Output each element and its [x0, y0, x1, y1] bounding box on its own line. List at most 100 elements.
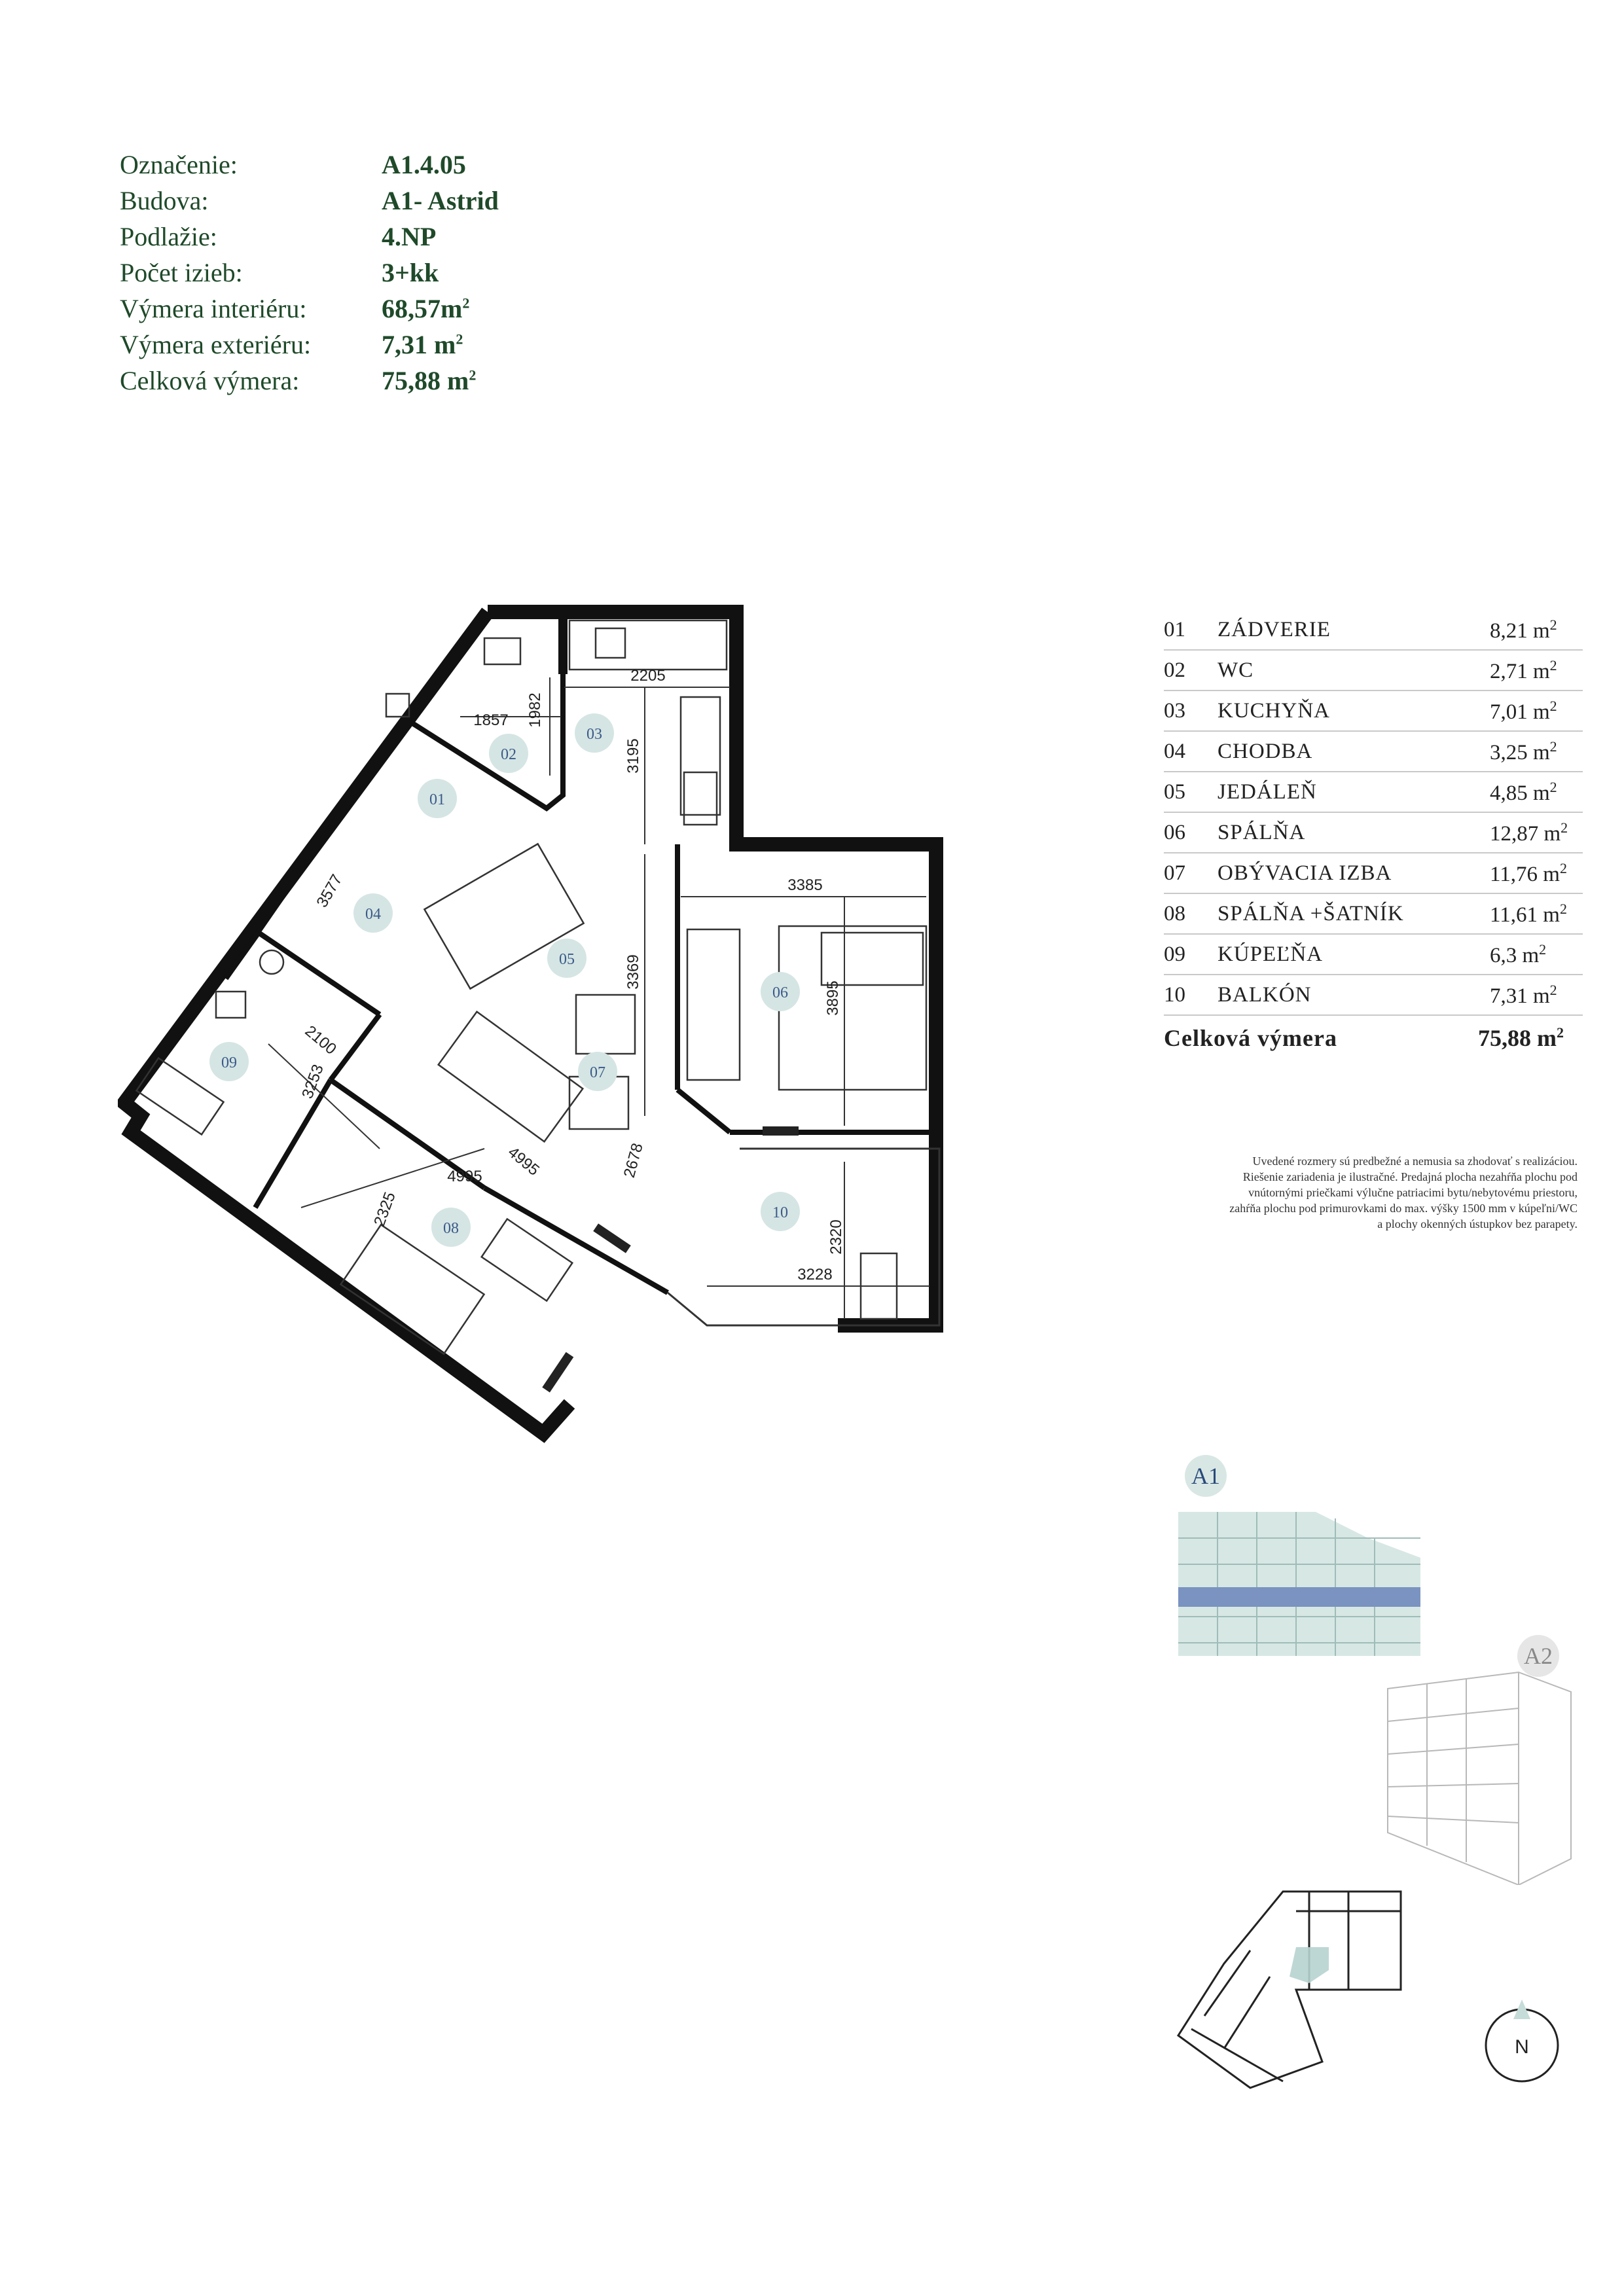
room-name: WC — [1218, 658, 1254, 682]
room-marker-09 — [209, 1042, 249, 1081]
dimension-label: 2320 — [827, 1219, 845, 1254]
exterior-walls — [118, 605, 943, 1443]
room-number: 09 — [1164, 942, 1185, 966]
info-label: Budova: — [120, 186, 209, 215]
note-line: zahŕňa plochu pod primurovkami do max. v… — [1229, 1202, 1578, 1215]
unit-sup: 2 — [469, 367, 477, 384]
unit-sup: 2 — [1559, 900, 1567, 917]
room-area-text: 6,3 m — [1490, 943, 1540, 967]
room-area: 11,61 m2 — [1490, 901, 1583, 927]
furniture — [135, 619, 928, 1355]
room-number: 05 — [1164, 780, 1185, 804]
building-views: A1 A2 — [1178, 1455, 1572, 1885]
dimension-label: 3895 — [824, 980, 842, 1015]
unit-sup: 2 — [1557, 1024, 1564, 1041]
room-area-text: 2,71 m — [1490, 659, 1550, 683]
compass-label: N — [1515, 2036, 1529, 2058]
dimension-label: 3195 — [624, 738, 642, 773]
room-marker-08 — [431, 1208, 471, 1247]
room-name: SPÁLŇA — [1218, 820, 1306, 844]
room-marker-02 — [489, 734, 528, 773]
room-number: 04 — [1164, 739, 1185, 763]
info-row: Výmera interiéru: 68,57m2 — [120, 293, 499, 329]
room-area: 7,31 m2 — [1490, 982, 1583, 1009]
room-area-text: 7,01 m — [1490, 700, 1550, 724]
dimension-label: 2678 — [621, 1141, 647, 1180]
unit-sup: 2 — [1549, 981, 1557, 998]
room-marker-03 — [575, 713, 614, 753]
compass-icon: N — [1485, 2000, 1559, 2083]
unit-sup: 2 — [1549, 656, 1557, 673]
dimension-label: 3228 — [797, 1266, 832, 1283]
room-area-text: 3,25 m — [1490, 740, 1550, 764]
room-name: ZÁDVERIE — [1218, 617, 1331, 641]
room-marker-label: 03 — [586, 726, 602, 743]
room-name: SPÁLŇA +ŠATNÍK — [1218, 901, 1404, 925]
unit-sup: 2 — [1549, 697, 1557, 714]
room-name: KÚPEĽŇA — [1218, 942, 1323, 966]
unit-sup: 2 — [462, 295, 470, 312]
room-area-text: 7,31 m — [1490, 984, 1550, 1008]
info-label: Výmera exteriéru: — [120, 330, 312, 359]
room-area: 8,21 m2 — [1490, 617, 1583, 643]
room-marker-label: 10 — [772, 1204, 788, 1221]
dimension-label: 3577 — [313, 871, 346, 910]
room-area: 11,76 m2 — [1490, 860, 1583, 887]
info-label: Počet izieb: — [120, 258, 243, 287]
room-marker-05 — [547, 939, 586, 978]
wall-hatch — [542, 1126, 799, 1393]
info-row: Budova: A1- Astrid — [120, 185, 499, 221]
room-area: 4,85 m2 — [1490, 779, 1583, 806]
unit-sup: 2 — [1559, 859, 1567, 876]
dimension-label: 2100 — [302, 1022, 340, 1058]
info-value-text: 7,31 m — [382, 330, 456, 359]
room-area-text: 12,87 m — [1490, 821, 1561, 846]
total-label: Celková výmera — [1164, 1025, 1337, 1051]
room-row: 02 WC 2,71 m2 — [1164, 651, 1583, 691]
room-marker-label: 01 — [429, 791, 445, 808]
unit-sup: 2 — [1549, 778, 1557, 795]
info-row: Celková výmera: 75,88 m2 — [120, 365, 499, 401]
a2-badge: A2 — [1517, 1635, 1559, 1677]
room-number: 02 — [1164, 658, 1185, 682]
room-name: JEDÁLEŇ — [1218, 780, 1317, 804]
room-number: 06 — [1164, 820, 1185, 844]
info-value: 75,88 m2 — [382, 365, 476, 396]
room-number: 01 — [1164, 617, 1185, 641]
room-marker-04 — [353, 893, 393, 933]
a1-building — [1178, 1512, 1420, 1656]
info-label: Výmera interiéru: — [120, 294, 307, 323]
site-plan — [1176, 1890, 1402, 2089]
room-name: OBÝVACIA IZBA — [1218, 861, 1392, 885]
info-value: 3+kk — [382, 258, 439, 287]
dimension-label: 1857 — [473, 711, 508, 729]
room-marker-10 — [761, 1192, 800, 1231]
info-value-text: 68,57m — [382, 294, 463, 323]
room-marker-label: 05 — [559, 951, 575, 968]
room-area: 7,01 m2 — [1490, 698, 1583, 725]
room-area: 2,71 m2 — [1490, 657, 1583, 684]
room-area: 3,25 m2 — [1490, 738, 1583, 765]
room-marker-06 — [761, 972, 800, 1011]
room-area: 6,3 m2 — [1490, 941, 1583, 968]
info-value: 68,57m2 — [382, 293, 469, 324]
info-value: 7,31 m2 — [382, 329, 463, 360]
info-label: Podlažie: — [120, 222, 217, 251]
info-label: Označenie: — [120, 150, 238, 179]
total-value-text: 75,88 m — [1478, 1025, 1557, 1051]
room-marker-01 — [418, 779, 457, 818]
info-label: Celková výmera: — [120, 366, 300, 395]
dimension-label: 2205 — [630, 667, 665, 685]
info-value-text: 75,88 m — [382, 366, 469, 395]
room-row: 05 JEDÁLEŇ 4,85 m2 — [1164, 772, 1583, 813]
info-value: A1- Astrid — [382, 186, 499, 215]
dimension-label: 3385 — [787, 876, 822, 894]
room-name: BALKÓN — [1218, 982, 1312, 1007]
